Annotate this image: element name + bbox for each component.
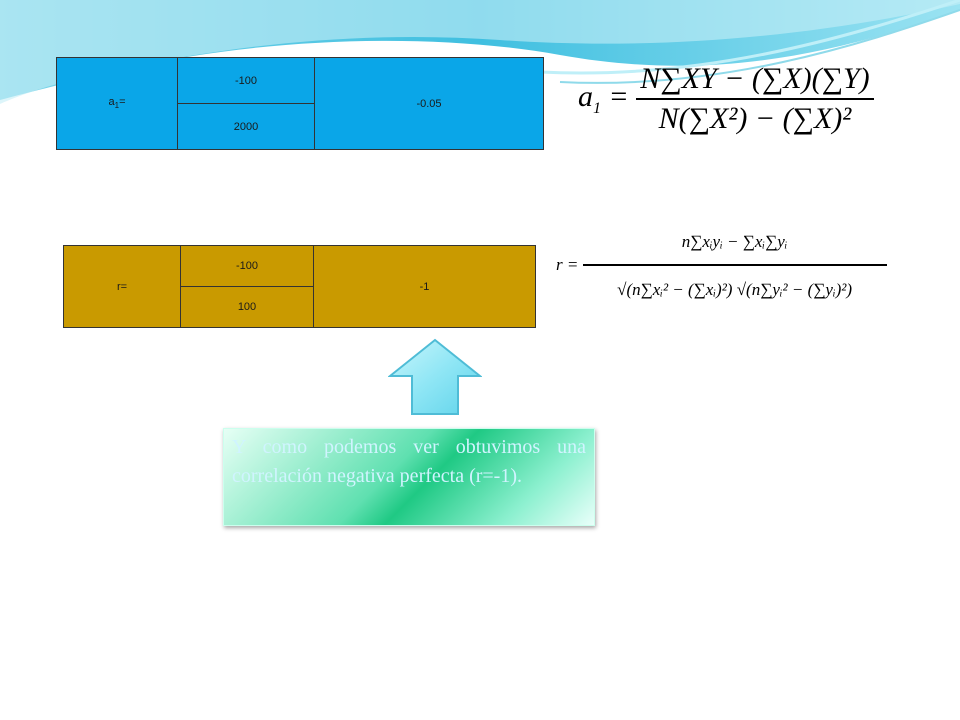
a1-numerator-cell: -100 — [177, 57, 315, 104]
conclusion-callout: Y como podemos ver obtuvimos una correla… — [223, 428, 595, 526]
r-formula-numerator: n∑xᵢyᵢ − ∑xᵢ∑yᵢ — [681, 232, 788, 251]
a1-denominator-cell: 2000 — [177, 103, 315, 150]
a1-result-cell: -0.05 — [314, 57, 544, 150]
r-formula-lhs: r = — [556, 254, 579, 274]
r-result-cell: -1 — [313, 245, 536, 328]
r-label-cell: r= — [63, 245, 181, 328]
r-calculation-table: r= -100 -1 100 — [63, 245, 536, 328]
r-denominator-cell: 100 — [180, 286, 314, 328]
a1-formula: a1 = N∑XY − (∑X)(∑Y) N(∑X²) − (∑X)² — [578, 62, 874, 136]
a1-formula-fraction: N∑XY − (∑X)(∑Y) N(∑X²) − (∑X)² — [636, 62, 874, 136]
up-arrow-icon — [388, 338, 482, 415]
a1-label-cell: a1= — [56, 57, 178, 150]
r-numerator-cell: -100 — [180, 245, 314, 287]
r-formula-fraction: n∑xᵢyᵢ − ∑xᵢ∑yᵢ √(n∑xᵢ² − (∑xᵢ)²) √(n∑yᵢ… — [582, 232, 887, 300]
r-formula-denominator: √(n∑xᵢ² − (∑xᵢ)²) √(n∑yᵢ² − (∑yᵢ)²) — [582, 264, 887, 300]
a1-formula-denominator: N(∑X²) − (∑X)² — [636, 98, 874, 136]
a1-formula-numerator: N∑XY − (∑X)(∑Y) — [640, 62, 870, 95]
a1-formula-lhs: a1 = — [578, 79, 629, 117]
header-wave-decoration — [0, 0, 960, 104]
a1-calculation-table: a1= -100 -0.05 2000 — [56, 57, 544, 150]
r-formula: r = n∑xᵢyᵢ − ∑xᵢ∑yᵢ √(n∑xᵢ² − (∑xᵢ)²) √(… — [556, 232, 887, 300]
